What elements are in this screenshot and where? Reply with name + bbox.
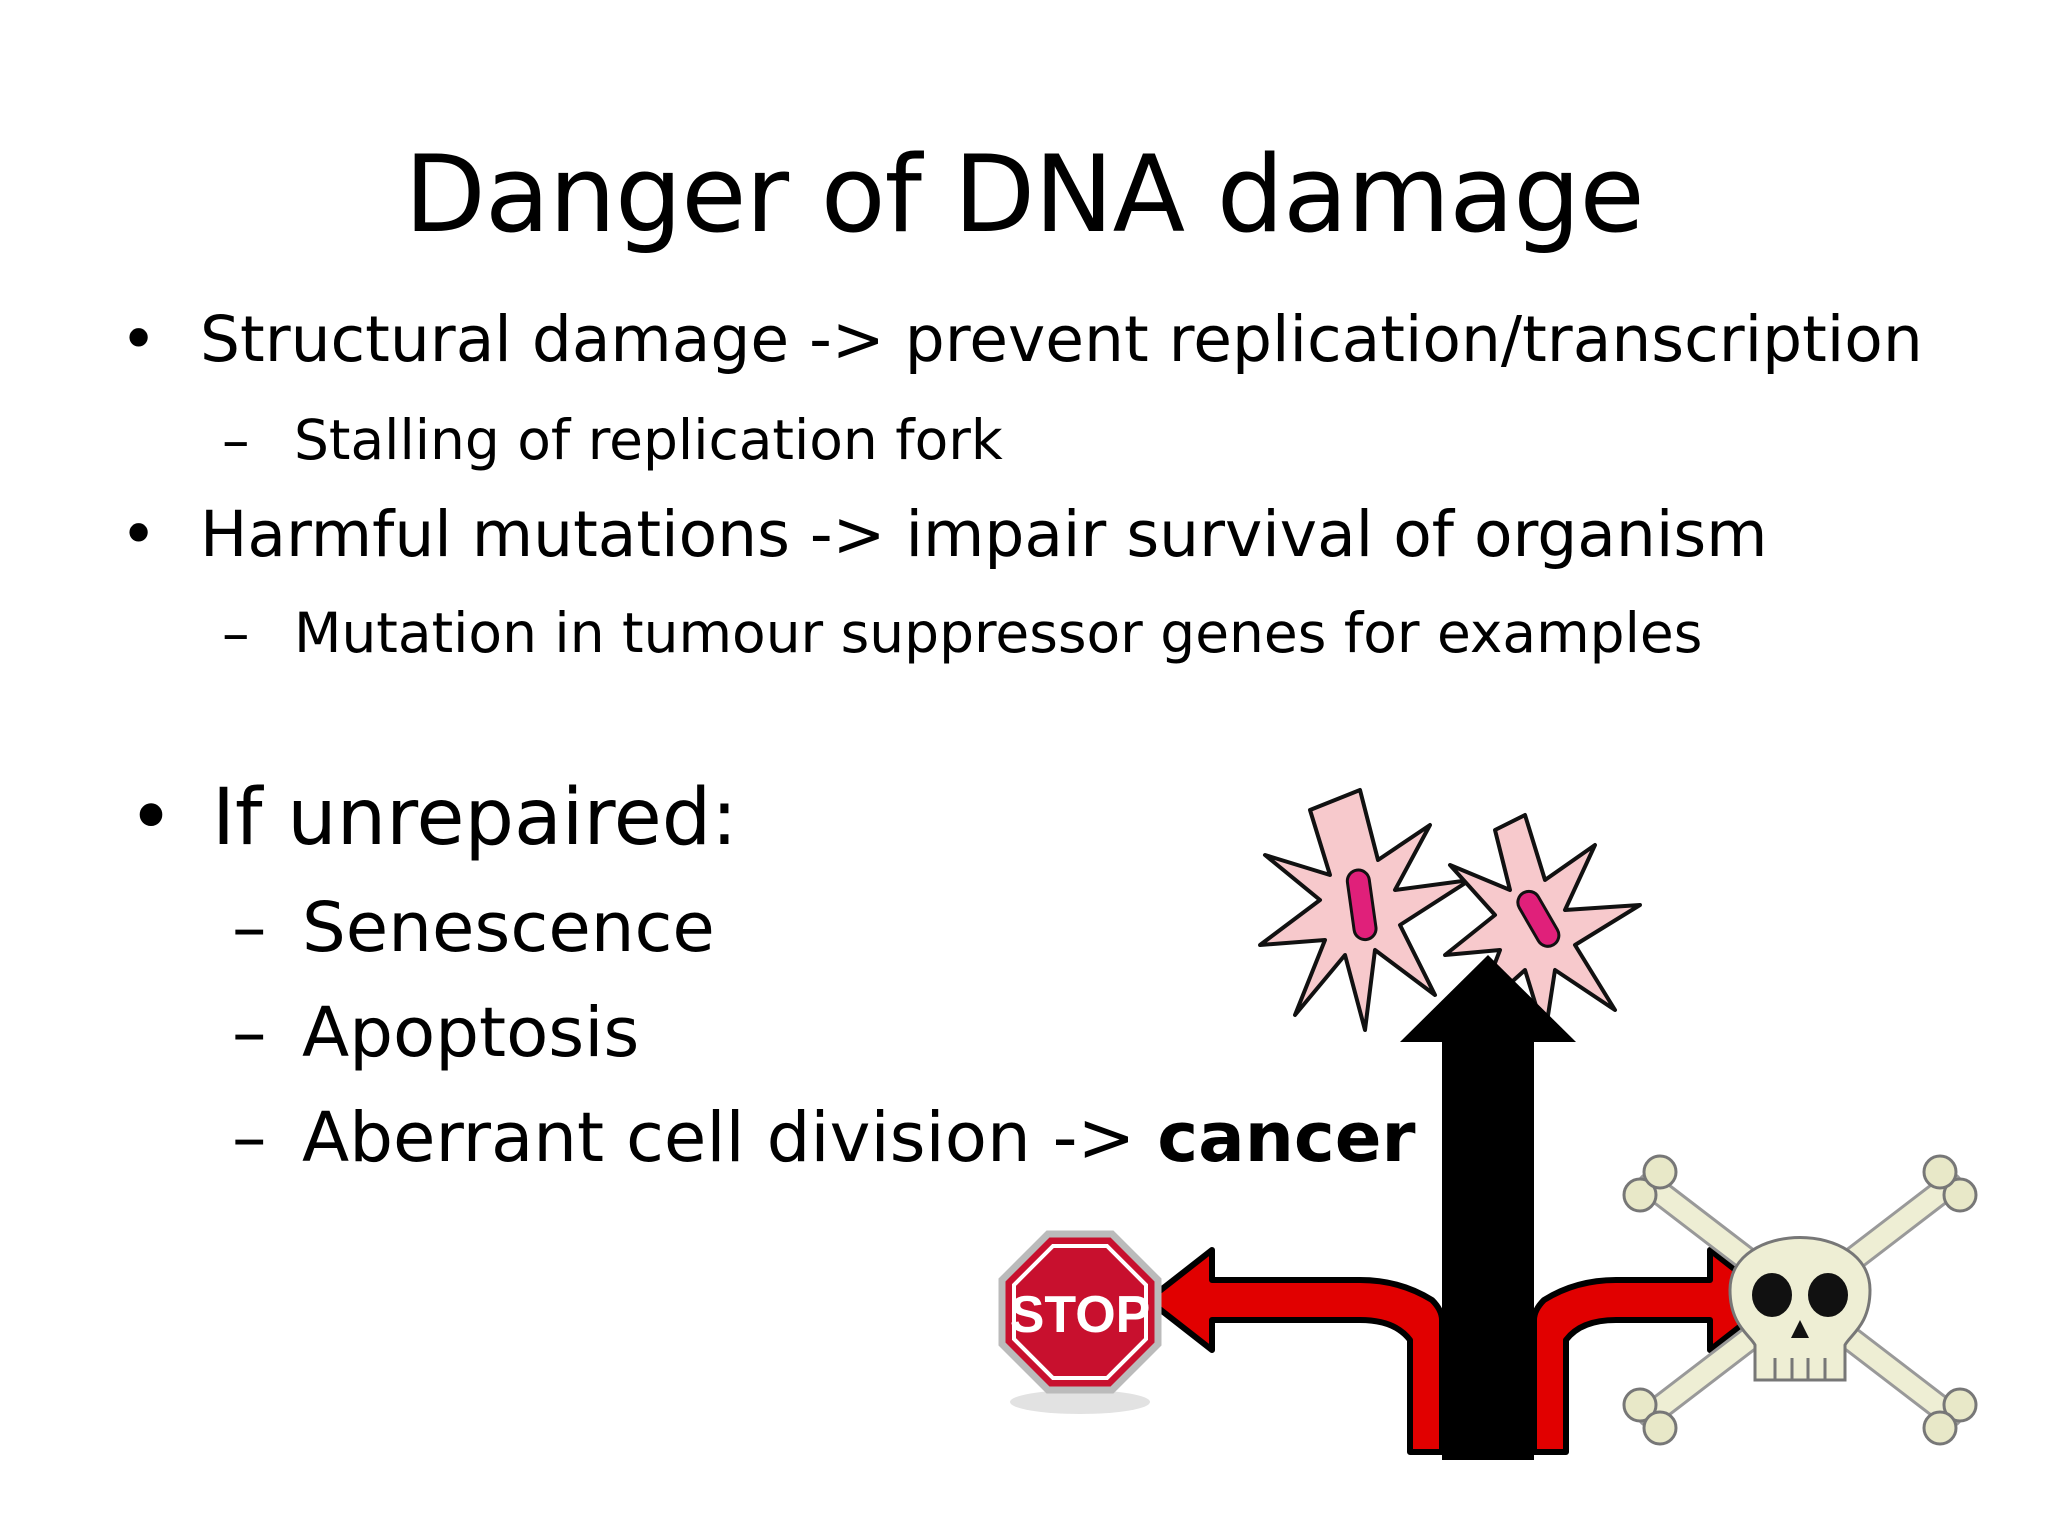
bullet-text: Structural damage -> prevent replication… (200, 303, 1923, 376)
bullet-text: If unrepaired: (212, 773, 738, 863)
sub-text: Senescence (302, 888, 715, 968)
bullet-dot: • (120, 498, 158, 571)
skull-crossbones-icon (1622, 1154, 1978, 1446)
sub-item-apoptosis: – Apoptosis (232, 990, 639, 1076)
fate-illustration: STOP (998, 788, 1978, 1460)
sub-text: Mutation in tumour suppressor genes for … (294, 601, 1703, 665)
bullet-dot: • (128, 773, 175, 863)
sub-text: Apoptosis (302, 993, 640, 1073)
up-arrow-icon (1400, 955, 1576, 1460)
branch-arrows-icon (1145, 1247, 1777, 1455)
sub-text: Stalling of replication fork (294, 408, 1003, 472)
sub-text-wrap: Aberrant cell division -> cancer (302, 1095, 1416, 1181)
sub-dash: – (232, 888, 267, 968)
sub-item-aberrant: – Aberrant cell division -> cancer (232, 1095, 1416, 1181)
sub-item-stalling: – Stalling of replication fork (222, 405, 1003, 475)
sub-dash: – (232, 993, 267, 1073)
sub-dash: – (222, 408, 250, 472)
cancer-emphasis: cancer (1157, 1098, 1416, 1178)
sub-dash: – (222, 601, 250, 665)
sub-item-senescence: – Senescence (232, 885, 715, 971)
bullet-dot: • (120, 303, 158, 376)
sub-item-mutation: – Mutation in tumour suppressor genes fo… (222, 598, 1702, 668)
stop-sign-text: STOP (1010, 1286, 1151, 1344)
sub-dash: – (232, 1098, 267, 1178)
slide-title: Danger of DNA damage (404, 133, 1644, 256)
stop-sign-icon: STOP (998, 1230, 1162, 1414)
sub-text: Aberrant cell division -> (302, 1098, 1158, 1178)
bullet-text: Harmful mutations -> impair survival of … (200, 498, 1768, 571)
